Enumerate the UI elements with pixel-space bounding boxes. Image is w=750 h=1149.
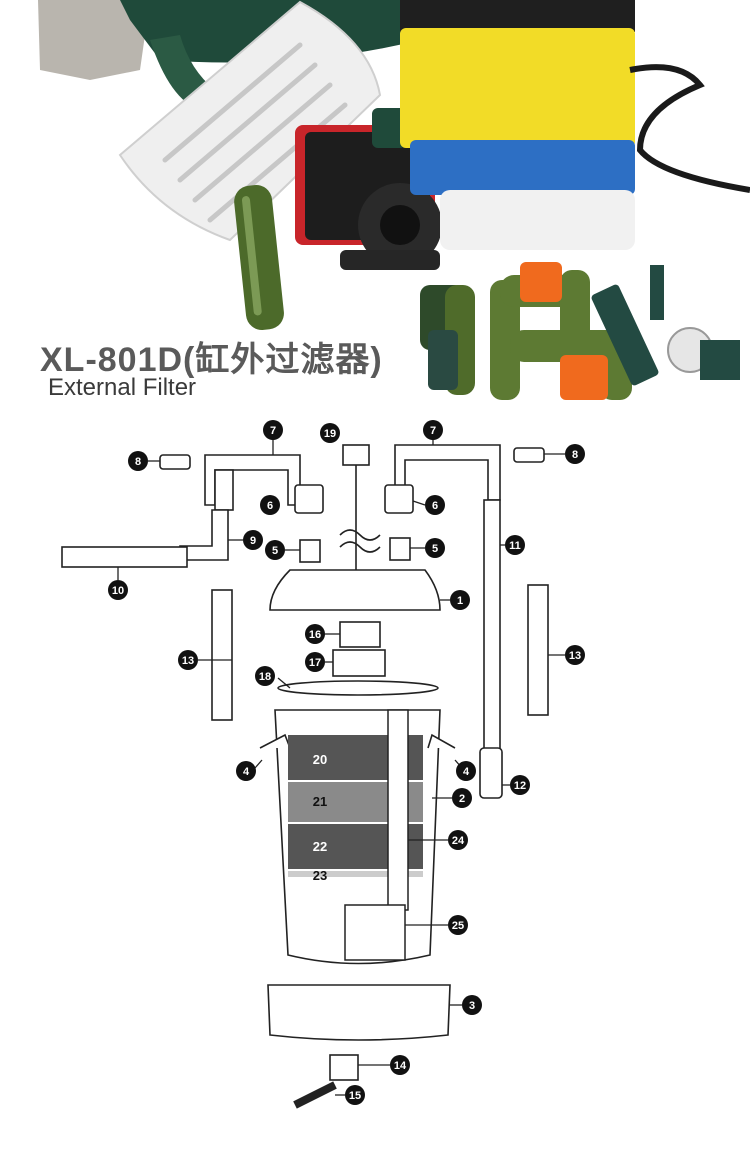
product-subtitle: External Filter: [48, 374, 197, 401]
svg-text:2: 2: [459, 793, 465, 805]
product-photo: XL-801D(缸外过滤器) External Filter: [0, 0, 750, 415]
marker-9: 9: [243, 530, 263, 550]
svg-text:17: 17: [309, 657, 321, 669]
right-hose-nut: [384, 484, 414, 514]
svg-text:16: 16: [309, 629, 321, 641]
svg-text:18: 18: [259, 671, 271, 683]
left-clip: [259, 733, 291, 749]
svg-text:4: 4: [463, 766, 470, 778]
marker-17: 17: [305, 652, 325, 672]
marker-8-left: 8: [128, 451, 148, 471]
marker-13-right: 13: [565, 645, 585, 665]
svg-text:24: 24: [452, 835, 465, 847]
right-hanging-bracket: [527, 584, 549, 716]
svg-text:25: 25: [452, 920, 464, 932]
marker-7-right: 7: [423, 420, 443, 440]
label-23: 23: [313, 868, 327, 883]
exploded-parts-diagram: 7 7 19 8 8 6 6 9 5 5 11 10 1 16 17 13 13…: [0, 415, 750, 1144]
marker-5-right: 5: [425, 538, 445, 558]
product-photo-illustration: [38, 0, 750, 400]
svg-text:7: 7: [430, 425, 436, 437]
marker-14: 14: [390, 1055, 410, 1075]
marker-12: 12: [510, 775, 530, 795]
label-20: 20: [313, 752, 327, 767]
marker-2: 2: [452, 788, 472, 808]
power-plug: [342, 444, 370, 466]
screw: [293, 1081, 337, 1109]
svg-text:7: 7: [270, 425, 276, 437]
marker-19: 19: [320, 423, 340, 443]
svg-text:5: 5: [432, 543, 438, 555]
right-tap: [513, 447, 545, 463]
diagram-drawing: 7 7 19 8 8 6 6 9 5 5 11 10 1 16 17 13 13…: [61, 420, 585, 1109]
impeller: [339, 621, 381, 648]
marker-5-left: 5: [265, 540, 285, 560]
intake-strainer: [479, 747, 503, 799]
svg-text:6: 6: [432, 500, 438, 512]
marker-25: 25: [448, 915, 468, 935]
marker-10: 10: [108, 580, 128, 600]
marker-3: 3: [462, 995, 482, 1015]
svg-text:12: 12: [514, 780, 526, 792]
water-pump: [295, 108, 442, 270]
marker-24: 24: [448, 830, 468, 850]
motor-block: [344, 904, 406, 961]
svg-text:19: 19: [324, 428, 336, 440]
filter-lid: [269, 569, 441, 611]
base-tab: [329, 1054, 359, 1081]
svg-text:4: 4: [243, 766, 250, 778]
right-connector: [389, 537, 411, 561]
label-22: 22: [313, 839, 327, 854]
svg-text:8: 8: [572, 449, 578, 461]
marker-1: 1: [450, 590, 470, 610]
sponge-stack: [400, 0, 635, 250]
svg-text:8: 8: [135, 456, 141, 468]
marker-18: 18: [255, 666, 275, 686]
svg-text:11: 11: [509, 540, 521, 552]
marker-4-right: 4: [456, 761, 476, 781]
left-tap: [159, 454, 191, 470]
power-cable: [629, 64, 750, 193]
marker-11: 11: [505, 535, 525, 555]
svg-text:15: 15: [349, 1090, 361, 1102]
marker-4-left: 4: [236, 761, 256, 781]
o-ring: [277, 680, 439, 696]
grid-plate: [118, 0, 382, 242]
center-tube: [387, 709, 409, 911]
svg-text:1: 1: [457, 595, 463, 607]
marker-6-right: 6: [425, 495, 445, 515]
svg-text:13: 13: [569, 650, 581, 662]
svg-text:13: 13: [182, 655, 194, 667]
marker-8-right: 8: [565, 444, 585, 464]
svg-text:5: 5: [272, 545, 278, 557]
svg-text:6: 6: [267, 500, 273, 512]
left-hanging-bracket: [211, 589, 233, 721]
svg-text:10: 10: [112, 585, 124, 597]
svg-text:9: 9: [250, 535, 256, 547]
spray-bar: [61, 546, 188, 568]
u-pipes: [420, 262, 632, 400]
svg-text:3: 3: [469, 1000, 475, 1012]
canister-base: [267, 984, 451, 1041]
bracket-with-basket: [591, 265, 740, 386]
label-21: 21: [313, 794, 327, 809]
right-clip: [427, 733, 456, 749]
media-layer-23: [288, 871, 423, 877]
left-elbow-pipe: [204, 454, 301, 506]
intake-tube: [483, 499, 501, 751]
marker-6-left: 6: [260, 495, 280, 515]
metal-bracket: [38, 0, 150, 80]
motor-cover: [332, 649, 386, 677]
marker-13-left: 13: [178, 650, 198, 670]
svg-text:14: 14: [394, 1060, 407, 1072]
marker-15: 15: [345, 1085, 365, 1105]
marker-7-left: 7: [263, 420, 283, 440]
marker-16: 16: [305, 624, 325, 644]
left-connector: [299, 539, 321, 563]
product-model-title: XL-801D(缸外过滤器): [40, 341, 383, 379]
left-hose-nut: [294, 484, 324, 514]
